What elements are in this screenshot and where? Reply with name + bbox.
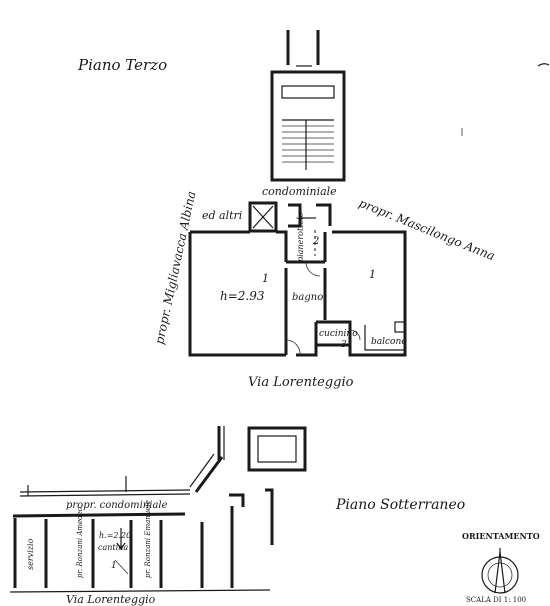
north-arrow xyxy=(481,548,519,594)
room-main-number: 1 xyxy=(262,272,269,285)
kitchen-label: cucinino xyxy=(319,329,358,339)
cellar-number: 1 xyxy=(111,561,117,571)
lower-common-area: propr. condominiale xyxy=(66,500,168,511)
room-right-number: 1 xyxy=(369,268,376,281)
basement-plan xyxy=(9,426,307,593)
service-label: servizio xyxy=(26,538,35,570)
neighbor-a-label: pr. Ronzani Amedeo xyxy=(76,507,84,578)
neighbor-right-label: propr. Mascilongo Anna xyxy=(357,196,497,263)
neighbor-b-label: pr. Ronzani Emanuele xyxy=(144,500,152,578)
cellar-height: h.=2.20 xyxy=(99,531,131,540)
stairwell xyxy=(270,30,346,182)
landing-label: pianerottolo xyxy=(296,212,305,262)
balcony-label: balcone xyxy=(371,337,407,347)
kitchen-number: 3 xyxy=(341,340,347,350)
common-area-label: condominiale xyxy=(262,185,337,198)
upper-floor-title: Piano Terzo xyxy=(77,56,167,74)
bath-label: bagno xyxy=(292,292,323,303)
third-floor-plan xyxy=(188,201,407,357)
neighbor-left-extra: ed altri xyxy=(202,209,242,222)
corridor-number: 2 xyxy=(312,236,319,247)
lower-floor-title: Piano Sotterraneo xyxy=(335,497,465,513)
room-main-height: h=2.93 xyxy=(220,289,265,303)
cellar-label: cantina xyxy=(98,543,128,552)
lower-street-label: Via Lorenteggio xyxy=(66,593,156,606)
orientation-label: ORIENTAMENTO xyxy=(462,531,540,541)
upper-street-label: Via Lorenteggio xyxy=(248,375,354,390)
scale-label: SCALA DI 1: 100 xyxy=(466,596,526,604)
